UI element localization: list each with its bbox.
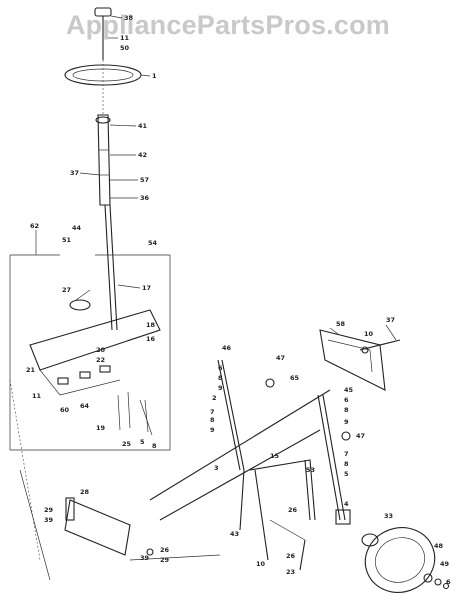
callout: 6 <box>218 364 223 372</box>
callout: 17 <box>142 284 151 292</box>
callout: 64 <box>80 402 90 410</box>
drag-links <box>217 359 316 571</box>
callout: 29 <box>160 556 170 564</box>
callout: 47 <box>276 354 285 362</box>
callout: 23 <box>286 568 295 576</box>
callout: 39 <box>140 554 150 562</box>
callout: 10 <box>364 330 374 338</box>
callout: 53 <box>306 466 315 474</box>
inset-box <box>9 230 171 451</box>
axle-bracket <box>319 329 401 391</box>
callout: 7 <box>210 408 215 416</box>
callout: 15 <box>270 452 280 460</box>
callout: 3 <box>214 464 219 472</box>
callout: 36 <box>140 194 150 202</box>
callout: 29 <box>44 506 54 514</box>
callout: 19 <box>96 424 106 432</box>
callout: 5 <box>344 470 349 478</box>
callout: 9 <box>218 384 223 392</box>
callout: 44 <box>72 224 82 232</box>
callout: 1 <box>152 72 157 80</box>
callout: 43 <box>230 530 239 538</box>
callout: 22 <box>96 356 105 364</box>
callout: 21 <box>26 366 36 374</box>
callout: 26 <box>288 506 298 514</box>
callout: 8 <box>210 416 215 424</box>
callout: 16 <box>146 335 156 343</box>
frame <box>9 379 331 581</box>
callout: 26 <box>286 552 296 560</box>
callout: 54 <box>148 239 158 247</box>
steering-gear <box>29 309 161 371</box>
callout: 60 <box>60 406 70 414</box>
spindle-assembly <box>265 378 351 525</box>
callout: 9 <box>344 418 349 426</box>
callout: 46 <box>222 344 232 352</box>
callout: 41 <box>138 122 148 130</box>
callout: 20 <box>96 346 106 354</box>
callout: 6 <box>446 578 451 586</box>
leader-lines <box>75 15 397 341</box>
callout: 9 <box>210 426 215 434</box>
callout: 25 <box>122 440 132 448</box>
callout: 8 <box>344 460 349 468</box>
steering-column <box>64 7 142 331</box>
callout: 57 <box>140 176 149 184</box>
front-wheel <box>361 527 450 593</box>
callout: 37 <box>386 316 395 324</box>
callout: 5 <box>140 438 145 446</box>
callout: 2 <box>212 394 217 402</box>
callout: 42 <box>138 151 147 159</box>
left-bracket <box>64 499 131 556</box>
callout: 48 <box>434 542 444 550</box>
callout: 8 <box>344 406 349 414</box>
callout: 18 <box>146 321 156 329</box>
callout: 10 <box>256 560 266 568</box>
callout: 62 <box>30 222 39 230</box>
callout: 51 <box>62 236 72 244</box>
callout: 8 <box>218 374 223 382</box>
callout: 6 <box>344 396 349 404</box>
callout: 11 <box>120 34 130 42</box>
callout: 8 <box>152 442 157 450</box>
callout: 47 <box>356 432 365 440</box>
callout: 37 <box>70 169 79 177</box>
callout: 39 <box>44 516 54 524</box>
callout: 38 <box>124 14 134 22</box>
callout: 49 <box>440 560 450 568</box>
callout: 26 <box>160 546 170 554</box>
callout: 50 <box>120 44 130 52</box>
callout: 65 <box>290 374 300 382</box>
callout: 33 <box>384 512 393 520</box>
callout: 7 <box>344 450 349 458</box>
callout: 58 <box>336 320 346 328</box>
callout: 28 <box>80 488 90 496</box>
callout: 4 <box>344 500 349 508</box>
callout: 27 <box>62 286 71 294</box>
callout-labels: 38 11 50 1 41 42 37 57 36 62 44 51 54 27… <box>26 14 451 586</box>
callout: 11 <box>32 392 42 400</box>
callout: 45 <box>344 386 354 394</box>
